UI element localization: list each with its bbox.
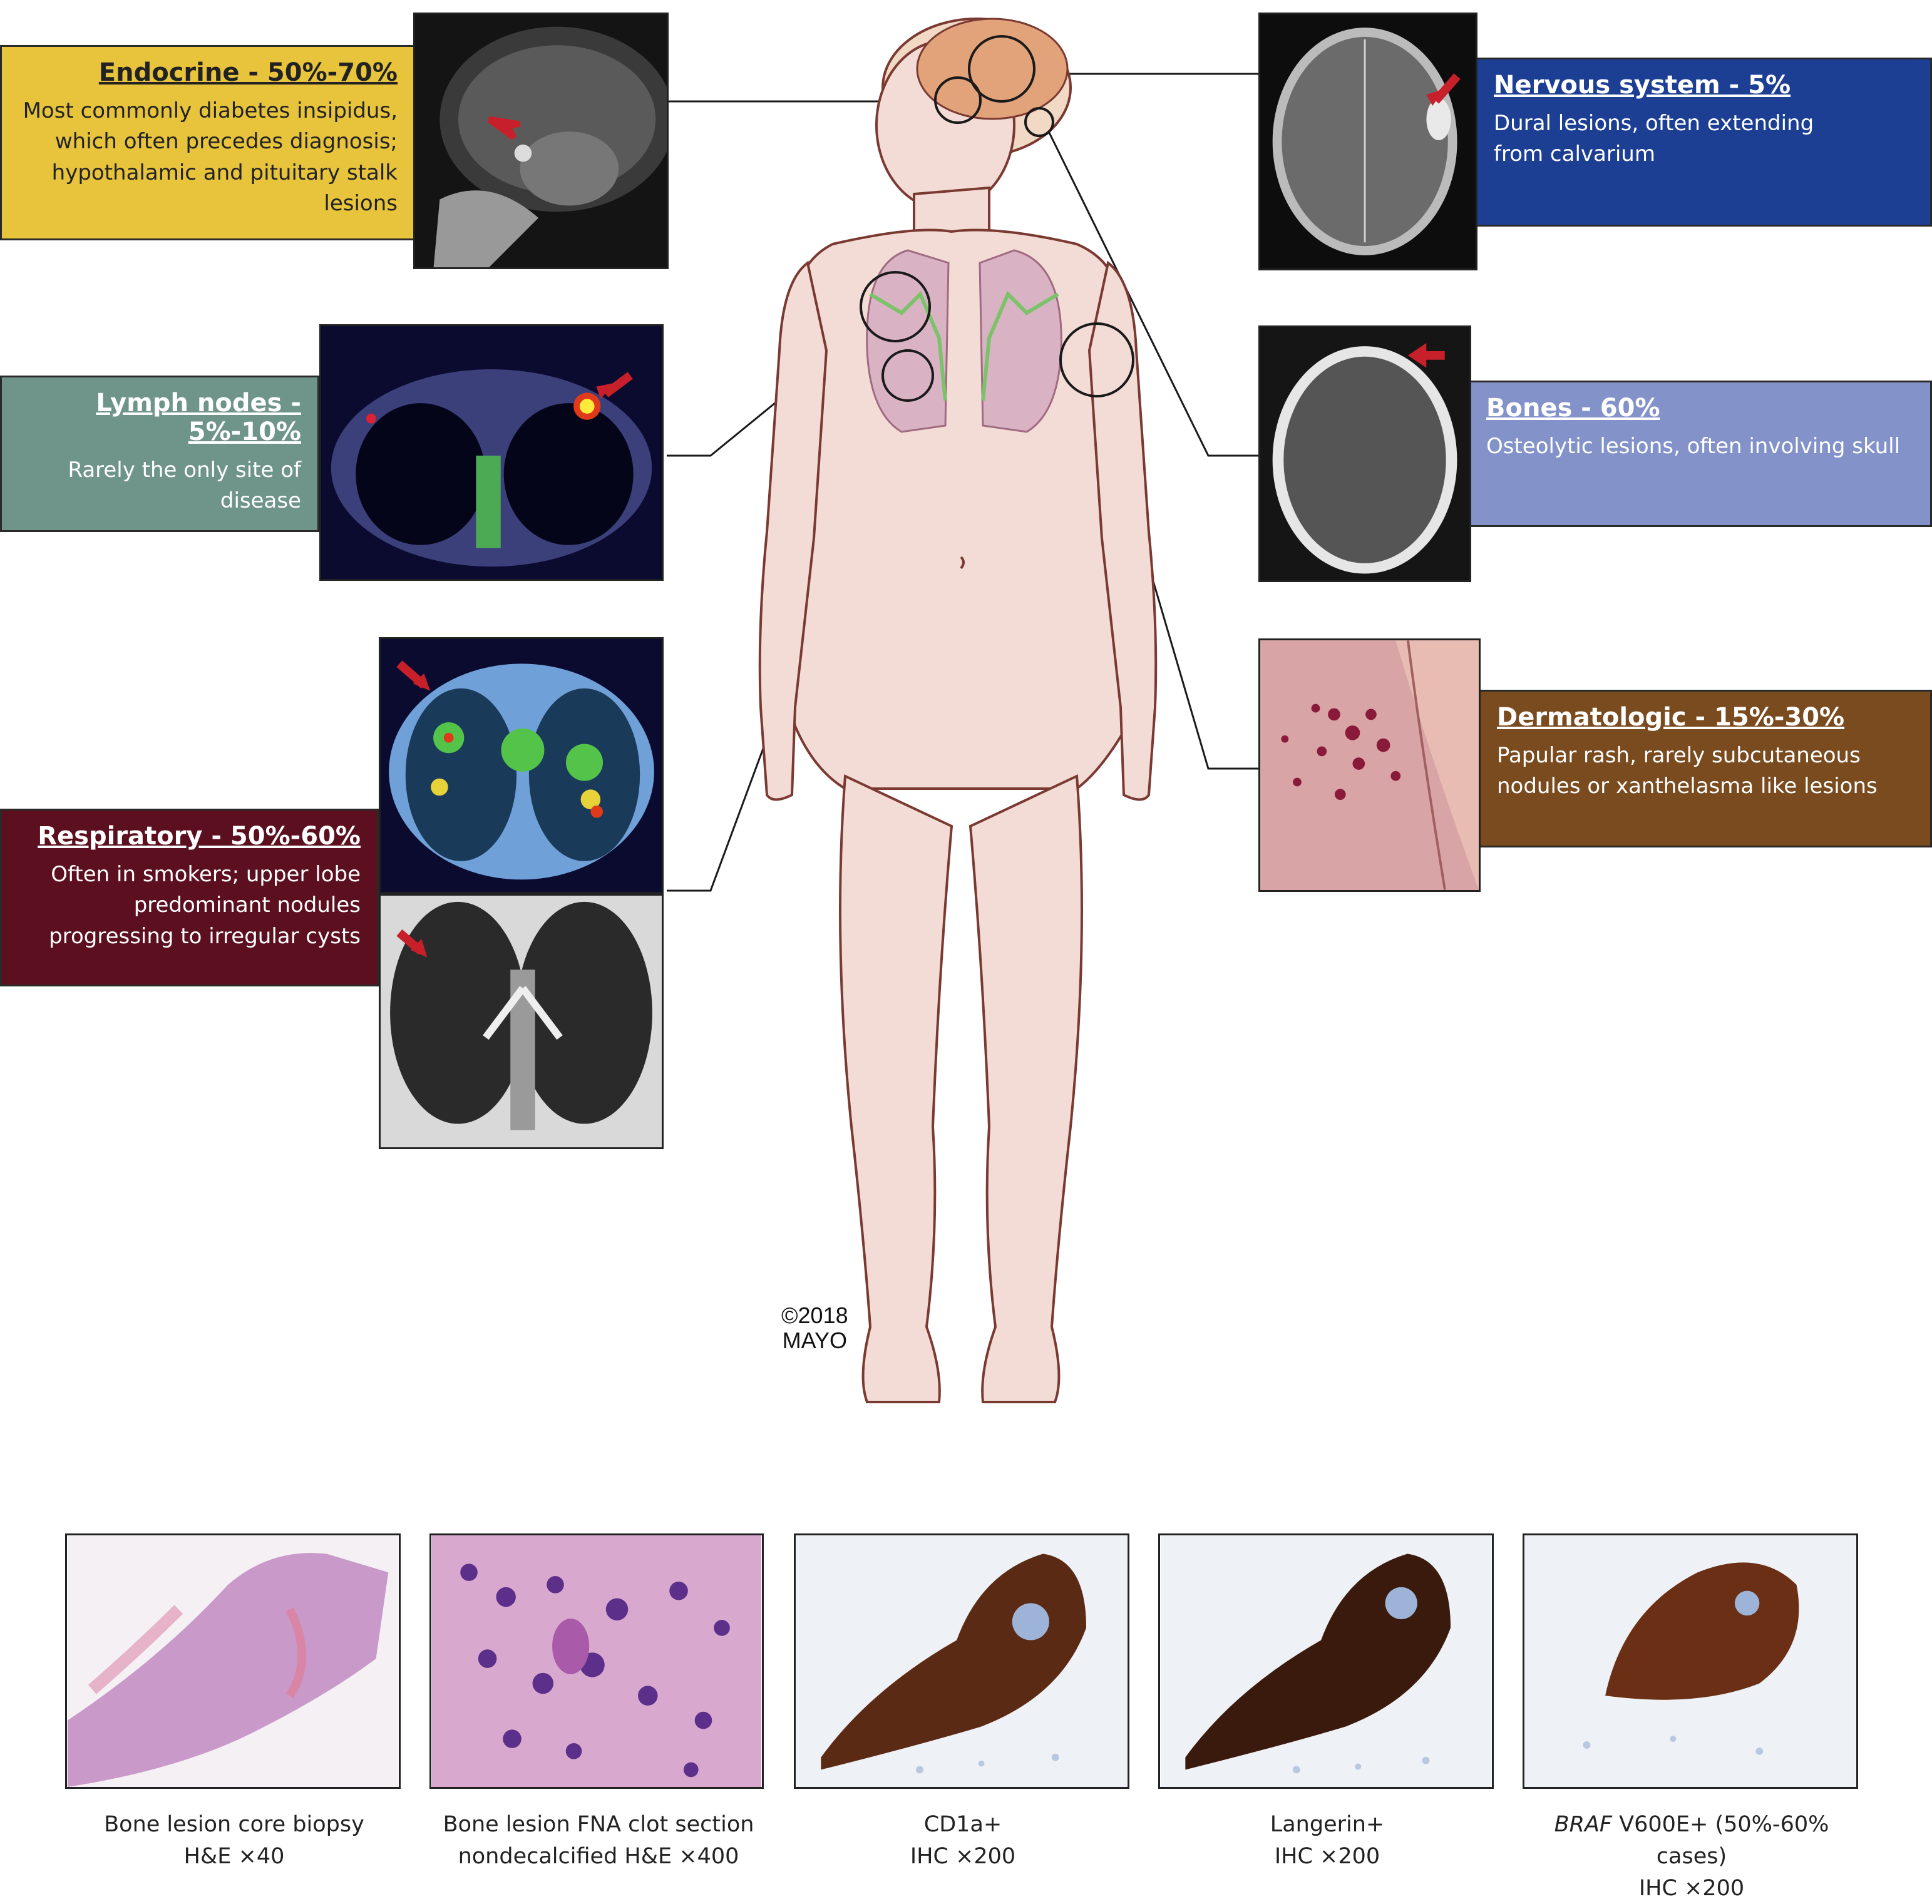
endocrine-text: Most commonly diabetes insipidus, which … [18,96,398,219]
caption-langerin: Langerin+ IHC ×200 [1158,1809,1496,1873]
dermatologic-title: Dermatologic - 15%-30% [1497,703,1914,732]
caption-line2: nondecalcified H&E ×400 [429,1841,768,1873]
respiratory-title: Respiratory - 50%-60% [18,822,361,851]
histology-he40-image [65,1533,401,1789]
lymph-box: Lymph nodes - 5%-10% Rarely the only sit… [0,376,319,532]
caption-line1: Bone lesion FNA clot section [429,1809,768,1841]
lymph-text: Rarely the only site of disease [18,455,301,517]
nervous-box: Nervous system - 5% Dural lesions, often… [1476,58,1932,227]
bones-text: Osteolytic lesions, often involving skul… [1486,431,1914,462]
caption-line2: IHC ×200 [1158,1841,1496,1873]
bones-ct-image [1258,325,1471,582]
respiratory-pet-ct-image [379,637,664,894]
caption-line2: H&E ×40 [65,1841,403,1873]
caption-line1: Langerin+ [1158,1809,1496,1841]
braf-mutation-label: V600E+ (50%-60% cases) [1612,1812,1829,1869]
respiratory-text: Often in smokers; upper lobe predominant… [18,859,361,952]
respiratory-box: Respiratory - 50%-60% Often in smokers; … [0,809,379,986]
caption-line2: IHC ×200 [794,1841,1132,1873]
caption-cd1a: CD1a+ IHC ×200 [794,1809,1132,1873]
histology-cd1a-image [794,1533,1129,1789]
histology-langerin-image [1158,1533,1494,1789]
dermatologic-photo [1258,638,1481,892]
caption-line2: IHC ×200 [1523,1873,1861,1904]
caption-line1: CD1a+ [794,1809,1132,1841]
nervous-title: Nervous system - 5% [1494,71,1914,100]
copyright-year: ©2018 [781,1303,848,1328]
caption-line1: Bone lesion core biopsy [65,1809,403,1841]
connector-lymph [667,330,864,456]
lymph-pet-ct-image [319,324,664,581]
histology-he400-image [429,1533,764,1789]
histology-braf-image [1523,1533,1858,1789]
braf-gene-label: BRAF [1554,1812,1612,1837]
dermatologic-box: Dermatologic - 15%-30% Papular rash, rar… [1479,690,1932,847]
respiratory-ct-coronal-image [379,894,664,1149]
bones-title: Bones - 60% [1486,394,1914,422]
endocrine-title: Endocrine - 50%-70% [18,58,398,87]
endocrine-mri-image [413,13,669,269]
human-figure [760,19,1156,1402]
caption-braf: BRAF V600E+ (50%-60% cases) IHC ×200 [1523,1809,1861,1904]
connector-bones [1049,131,1258,456]
bones-box: Bones - 60% Osteolytic lesions, often in… [1468,381,1932,527]
caption-line1: BRAF V600E+ (50%-60% cases) [1523,1809,1861,1873]
nervous-text: Dural lesions, often extending from calv… [1494,108,1819,170]
copyright: ©2018 MAYO [781,1303,848,1353]
connector-respiratory [667,388,897,891]
copyright-owner: MAYO [781,1328,848,1353]
endocrine-box: Endocrine - 50%-70% Most commonly diabet… [0,45,416,240]
caption-core-biopsy: Bone lesion core biopsy H&E ×40 [65,1809,403,1873]
caption-fna-clot: Bone lesion FNA clot section nondecalcif… [429,1809,768,1873]
connector-dermatologic [1097,389,1258,769]
dermatologic-text: Papular rash, rarely subcutaneous nodule… [1497,740,1914,802]
lymph-title: Lymph nodes - 5%-10% [18,389,301,446]
nervous-mri-image [1258,13,1477,270]
